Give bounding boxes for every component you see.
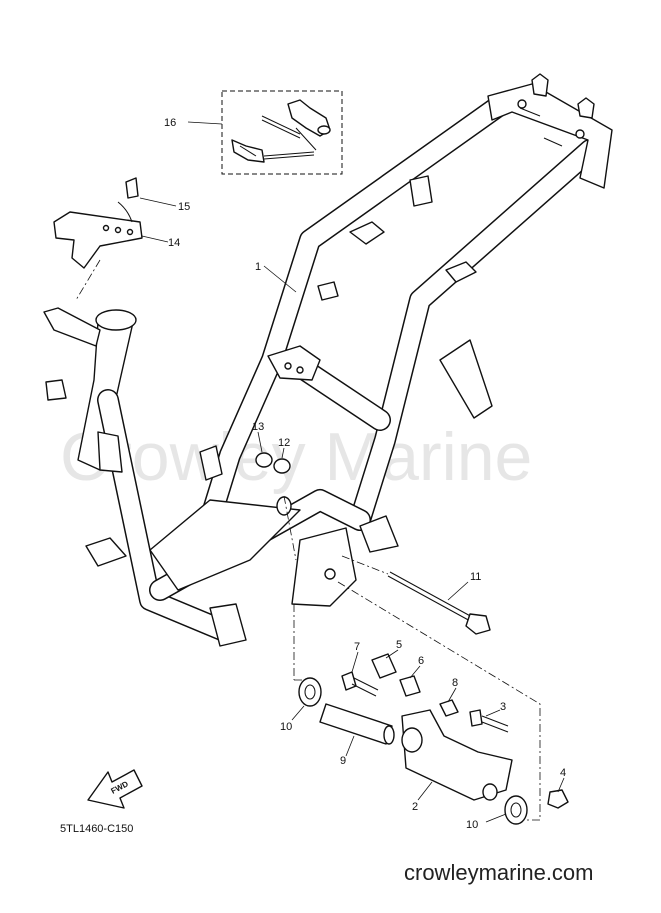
reference-code: 5TL1460-C150 (60, 823, 133, 835)
callout-11: 11 (470, 571, 481, 583)
callout-4: 4 (560, 767, 566, 779)
tool-kit-group (221, 90, 343, 175)
callout-5: 5 (396, 639, 402, 651)
nut-8 (439, 699, 459, 717)
long-bolt (341, 555, 491, 635)
callout-15: 15 (178, 201, 190, 213)
socket-wrench-icon (261, 99, 331, 151)
callout-10-upper: 10 (280, 721, 292, 733)
nut-13 (255, 452, 273, 468)
bushing-10-upper (298, 677, 322, 707)
callout-14: 14 (168, 237, 180, 249)
callout-6: 6 (418, 655, 424, 667)
callout-3: 3 (500, 701, 506, 713)
watermark: Crowley Marine (60, 419, 532, 495)
collar-6 (399, 675, 421, 697)
front-bracket (53, 211, 143, 269)
bolt-3 (469, 709, 509, 733)
leader-lines (139, 121, 565, 823)
bolt-7 (341, 671, 379, 697)
shaft-9 (319, 703, 393, 745)
callout-13: 13 (252, 421, 264, 433)
callout-12: 12 (278, 437, 290, 449)
callout-1: 1 (255, 261, 261, 273)
callout-2: 2 (412, 801, 418, 813)
fwd-arrow-icon: FWD (87, 769, 143, 809)
pivot-arm-2 (401, 709, 513, 801)
callouts: 16 1 15 14 13 12 11 7 5 6 8 3 4 2 9 10 1… (164, 117, 566, 831)
bracket-bolt (125, 177, 139, 199)
callout-8: 8 (452, 677, 458, 689)
callout-16: 16 (164, 117, 176, 129)
collar-5 (371, 653, 397, 679)
site-footer: crowleymarine.com (404, 860, 594, 885)
callout-9: 9 (340, 755, 346, 767)
nut-4 (547, 789, 569, 809)
pivot-assembly (293, 581, 569, 825)
collar-nut-group (255, 452, 297, 561)
tool-kit-box (221, 90, 343, 175)
screwdriver-icon (231, 139, 315, 163)
collar-12 (273, 458, 291, 474)
main-frame (43, 73, 613, 647)
callout-7: 7 (354, 641, 360, 653)
front-bracket-group (53, 177, 143, 301)
bushing-10-lower (504, 795, 528, 825)
callout-10-lower: 10 (466, 819, 478, 831)
